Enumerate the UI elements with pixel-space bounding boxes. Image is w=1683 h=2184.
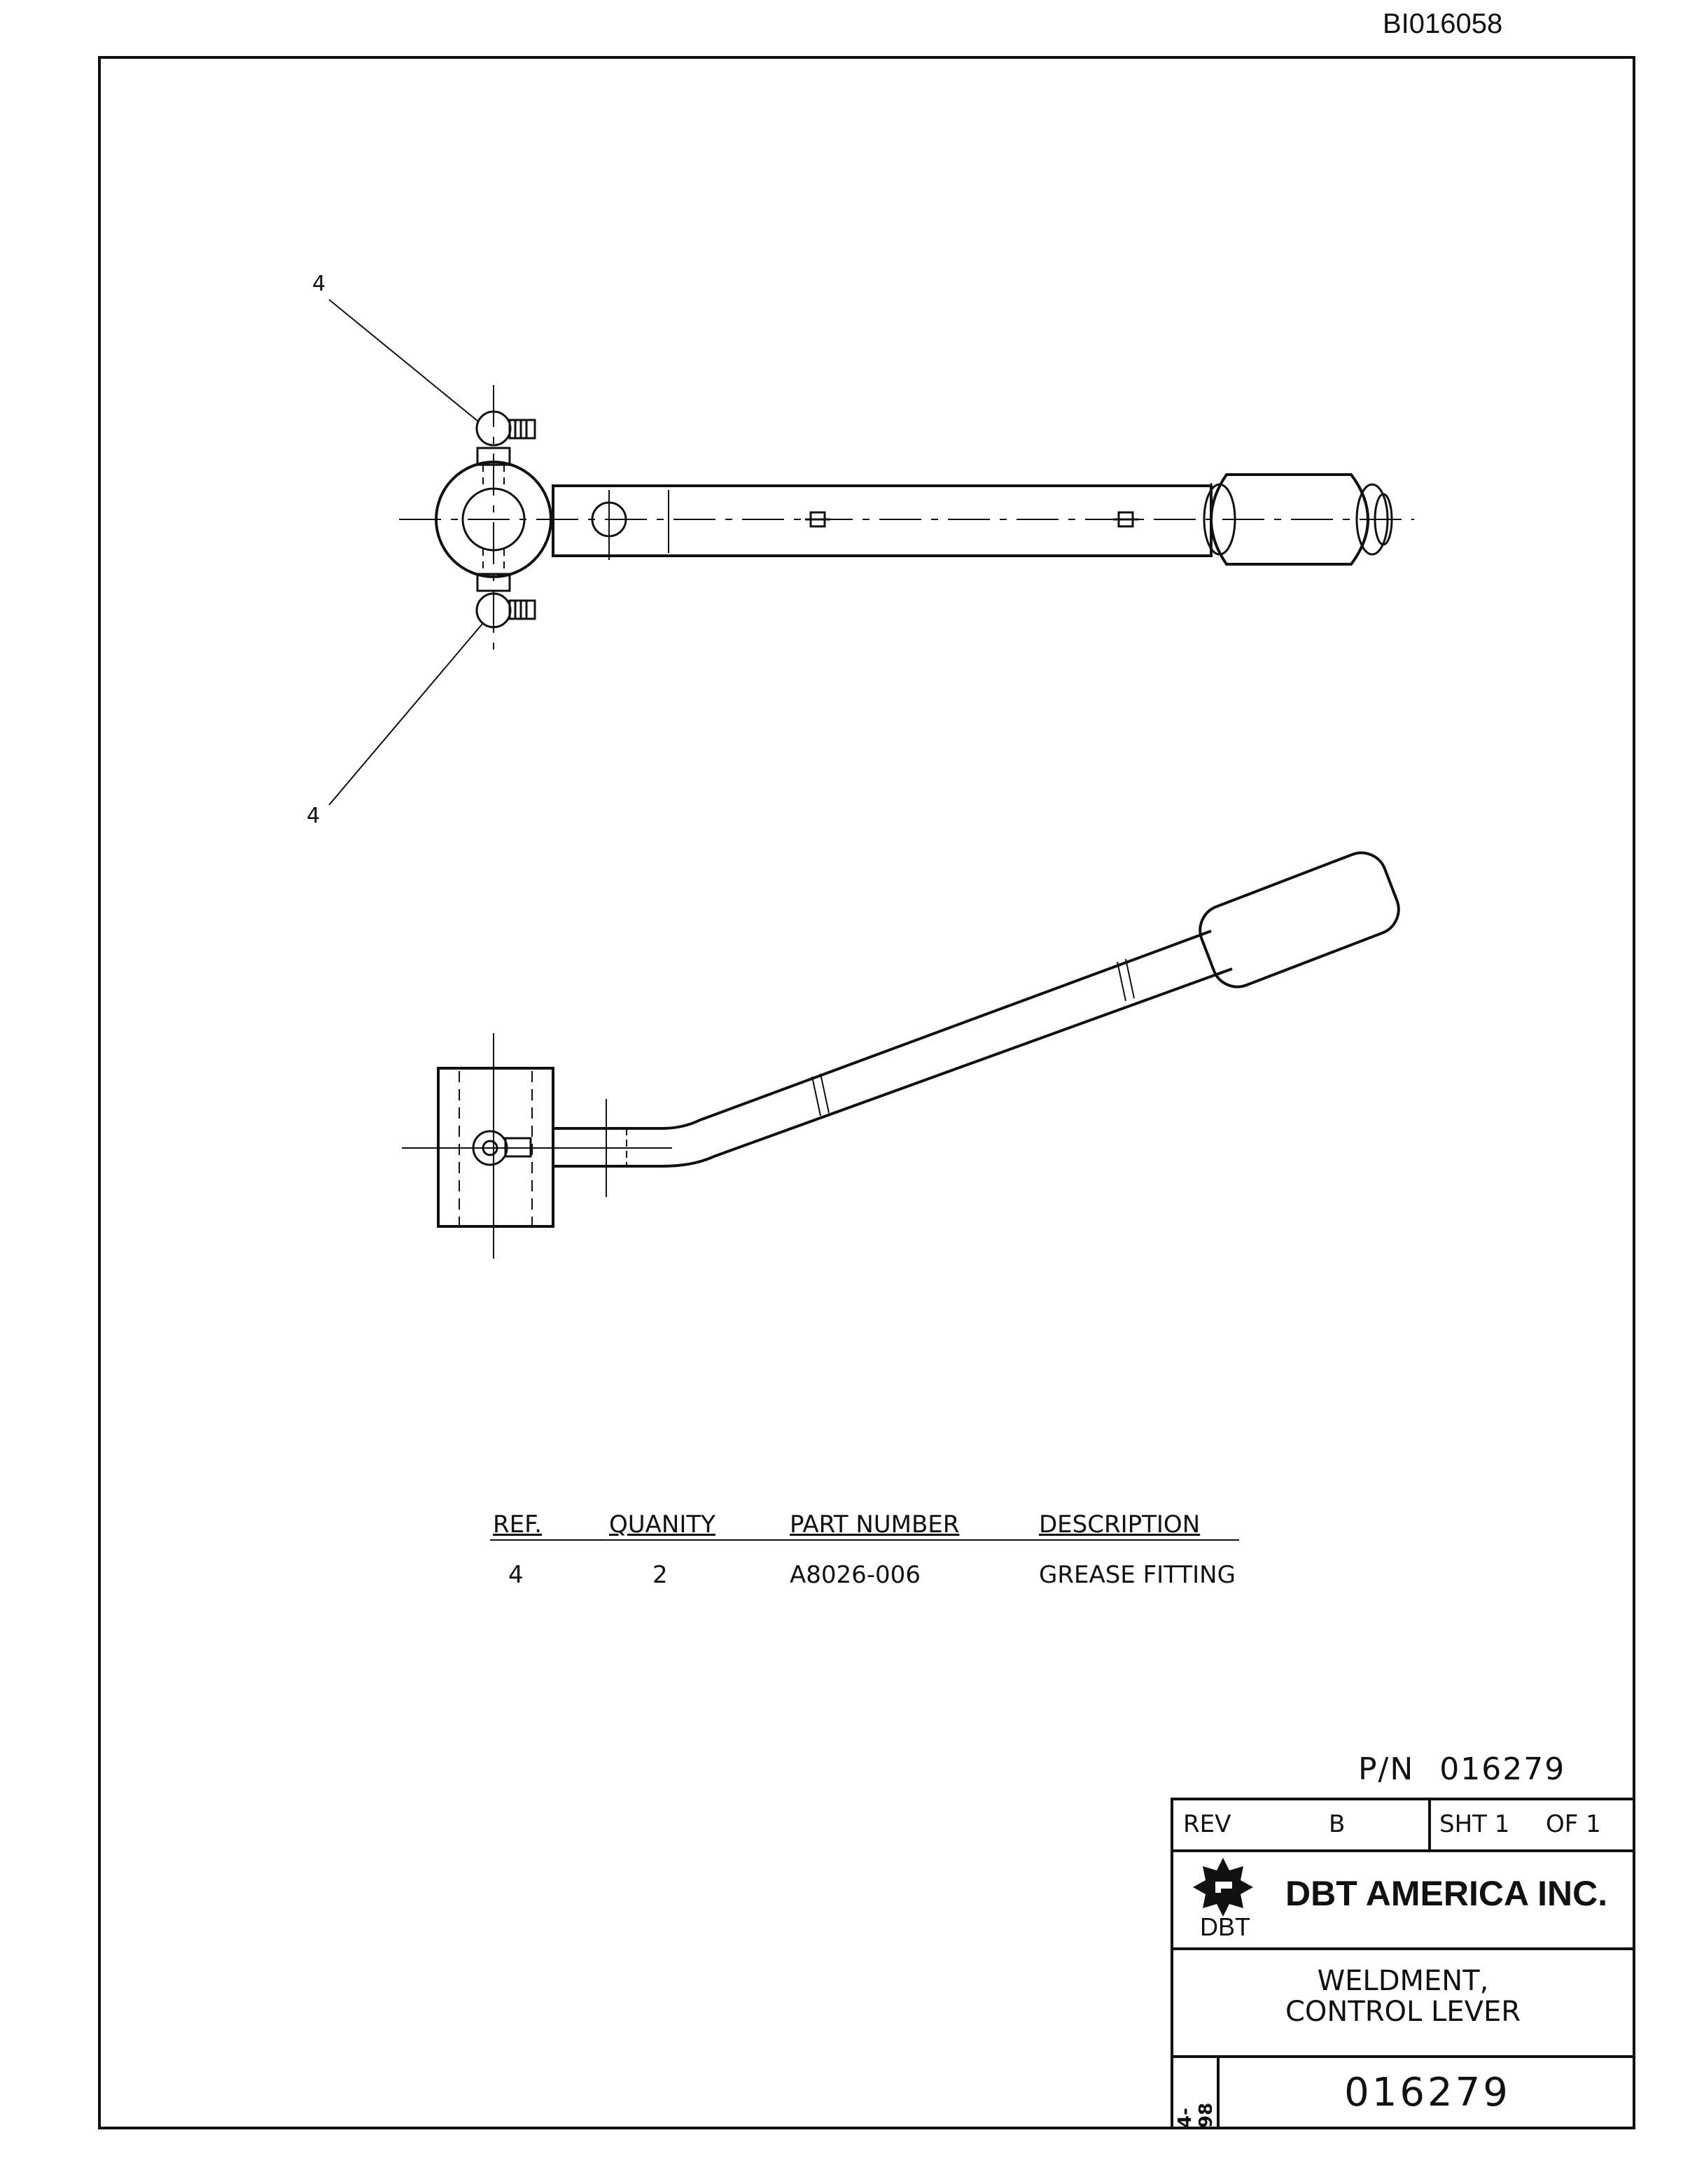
bom-header-quantity: QUANITY — [609, 1511, 715, 1539]
bom-header-description: DESCRIPTION — [1039, 1511, 1201, 1539]
side-knob — [1199, 851, 1400, 988]
bom-header-part-number: PART NUMBER — [790, 1511, 960, 1539]
knob-top — [1210, 473, 1369, 566]
rev-label: REV — [1183, 1810, 1231, 1838]
drawing-title-line2: CONTROL LEVER — [1285, 1996, 1521, 2028]
rev-value: B — [1329, 1810, 1346, 1838]
callout-lower: 4 — [307, 804, 321, 828]
drawing-number: 016279 — [1344, 2069, 1511, 2115]
sheet-total: OF 1 — [1546, 1810, 1601, 1838]
part-number-label: P/N 016279 — [1358, 1751, 1591, 1787]
bom-part-number: A8026-006 — [790, 1561, 921, 1589]
bom-quantity: 2 — [652, 1561, 668, 1589]
lower-fitting-nozzle — [508, 599, 536, 620]
rev-divider — [1428, 1800, 1431, 1849]
pn-value: 016279 — [1439, 1751, 1566, 1787]
bom-description: GREASE FITTING — [1039, 1561, 1236, 1589]
title-block-title-row: WELDMENT, CONTROL LEVER — [1173, 1950, 1633, 2058]
pn-prefix: P/N — [1358, 1751, 1415, 1787]
date-cell: 4-98 — [1173, 2058, 1220, 2128]
side-lever-shaft — [553, 930, 1233, 1168]
callout-upper: 4 — [312, 272, 326, 296]
drawing-title-line1: WELDMENT, — [1317, 1965, 1489, 1997]
side-fitting-ball — [472, 1130, 508, 1166]
lever-bar-top — [552, 484, 1213, 557]
bom-header-ref: REF. — [493, 1511, 543, 1539]
upper-fitting-nozzle — [508, 419, 536, 440]
dbt-logo-icon — [1193, 1858, 1253, 1917]
title-block-number-row: 4-98 016279 — [1173, 2058, 1633, 2128]
title-block-rev-row: REV B SHT 1 OF 1 — [1173, 1800, 1633, 1852]
company-name: DBT AMERICA INC. — [1285, 1874, 1608, 1913]
logo-text: DBT — [1200, 1912, 1250, 1941]
upper-leader-line — [328, 299, 479, 422]
sheet-number: SHT 1 — [1439, 1810, 1510, 1838]
title-block: REV B SHT 1 OF 1 DBT DBT AMERICA INC. WE… — [1171, 1798, 1635, 2129]
lower-leader-line — [328, 622, 484, 806]
document-id: BI016058 — [1383, 8, 1503, 39]
upper-fitting-hex — [476, 447, 511, 466]
title-block-company-row: DBT DBT AMERICA INC. — [1173, 1852, 1633, 1950]
lower-fitting-hex — [476, 573, 511, 592]
bom-ref: 4 — [508, 1561, 524, 1589]
hub-bore — [461, 487, 526, 552]
hub-outer — [435, 461, 552, 578]
date-code: 4-98 — [1175, 2102, 1217, 2128]
drawing-border — [98, 56, 1635, 2129]
